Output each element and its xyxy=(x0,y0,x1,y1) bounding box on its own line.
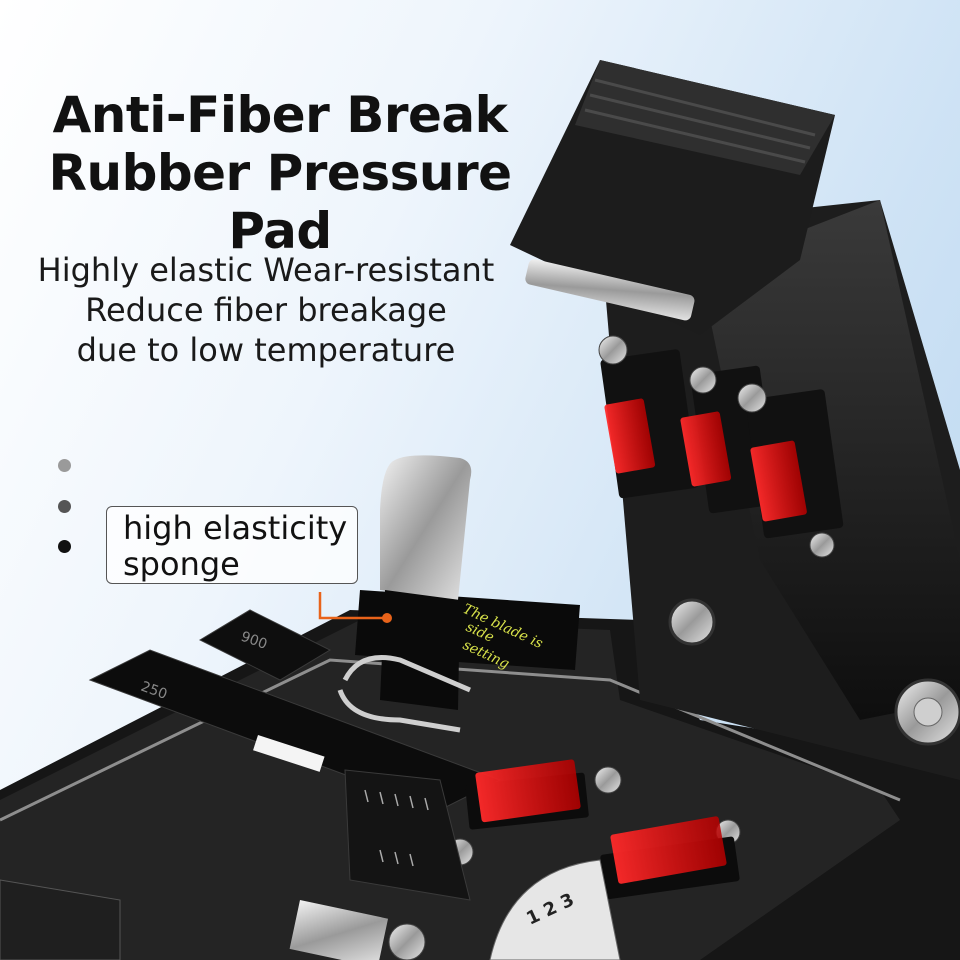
holder-tab-chrome xyxy=(380,455,472,600)
pagination-dot-2[interactable] xyxy=(58,500,71,513)
feature-line1: Highly elastic Wear-resistant xyxy=(37,251,495,289)
callout-line1: high elasticity xyxy=(123,509,348,547)
body-edge-highlight xyxy=(0,658,901,822)
headline-line1: Anti-Fiber Break xyxy=(52,86,508,144)
callout-label: high elasticity sponge xyxy=(106,506,358,584)
feature-line3: due to low temperature xyxy=(76,331,456,369)
feature-text: Highly elastic Wear-resistant Reduce fib… xyxy=(16,250,516,370)
pad-highlight xyxy=(680,411,732,487)
lid-handle-slot xyxy=(525,259,695,321)
pagination-dot-3[interactable] xyxy=(58,540,71,553)
callout-connector xyxy=(318,592,387,620)
lid-handle-grip xyxy=(575,60,835,175)
pad-highlight xyxy=(750,440,807,522)
rail-window xyxy=(253,735,325,772)
headline: Anti-Fiber Break Rubber Pressure Pad xyxy=(0,86,560,260)
ruler-block xyxy=(344,769,471,901)
feature-line2: Reduce fiber breakage xyxy=(85,291,447,329)
callout-dot xyxy=(382,613,392,623)
holder-wire xyxy=(337,655,471,733)
pagination-dot-1[interactable] xyxy=(58,459,71,472)
lid-clamp-pads xyxy=(600,349,844,539)
fiber-rail-900 xyxy=(198,609,332,681)
headline-line2: Rubber Pressure Pad xyxy=(48,144,512,260)
blade-dial xyxy=(489,859,621,960)
hinge-knob xyxy=(668,598,716,646)
body-chrome-plate xyxy=(289,900,389,960)
body-front-panel xyxy=(0,879,121,960)
pad-highlight xyxy=(604,398,656,474)
pad-highlight xyxy=(475,759,581,823)
sponge-pad xyxy=(380,590,460,710)
callout-line2: sponge xyxy=(123,545,240,583)
pad-highlight xyxy=(610,816,727,884)
